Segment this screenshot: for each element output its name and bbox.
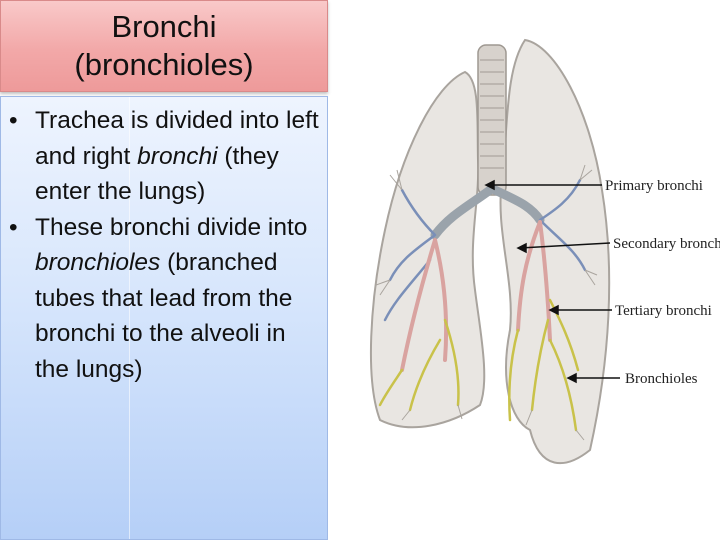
label-primary-bronchi: Primary bronchi (605, 178, 703, 194)
bullet-dot: • (9, 107, 18, 134)
label-secondary-bronchi: Secondary bronchi (613, 236, 720, 252)
primary-bronchi (430, 185, 545, 240)
bullet-emphasis: bronchioles (35, 249, 161, 276)
bullet-item: • These bronchi divide into bronchioles … (9, 210, 324, 388)
bullet-item: • Trachea is divided into left and right… (9, 103, 324, 210)
panel-divider (129, 97, 130, 539)
bronchiole-twigs (375, 164, 598, 441)
vessel-branches (383, 178, 587, 322)
label-pointers (484, 179, 620, 384)
bullet-text: (branched tubes that lead from the bronc… (35, 249, 293, 383)
bullet-dot: • (9, 213, 18, 241)
lung-illustration: Primary bronchi Secondary bronchi Tertia… (369, 38, 720, 465)
bullet-list: • Trachea is divided into left and right… (9, 103, 324, 387)
bullet-emphasis: bronchi (137, 142, 218, 170)
trachea-rings (480, 59, 504, 169)
tertiary-bronchi (378, 298, 580, 432)
bullet-text: These bronchi divide into (35, 213, 308, 241)
title-line-2: (bronchioles) (74, 47, 254, 82)
left-lung (369, 70, 486, 429)
slide-title: Bronchi (bronchioles) (0, 0, 328, 92)
title-line-1: Bronchi (111, 9, 217, 44)
label-tertiary-bronchi: Tertiary bronchi (615, 303, 712, 319)
secondary-bronchi (400, 220, 552, 372)
bullet-text: Trachea is divided into left and right (35, 107, 319, 170)
text-panel: • Trachea is divided into left and right… (0, 96, 328, 540)
bullet-text: (they enter the lungs) (35, 142, 279, 206)
label-bronchioles: Bronchioles (625, 371, 698, 387)
right-lung (499, 38, 611, 465)
